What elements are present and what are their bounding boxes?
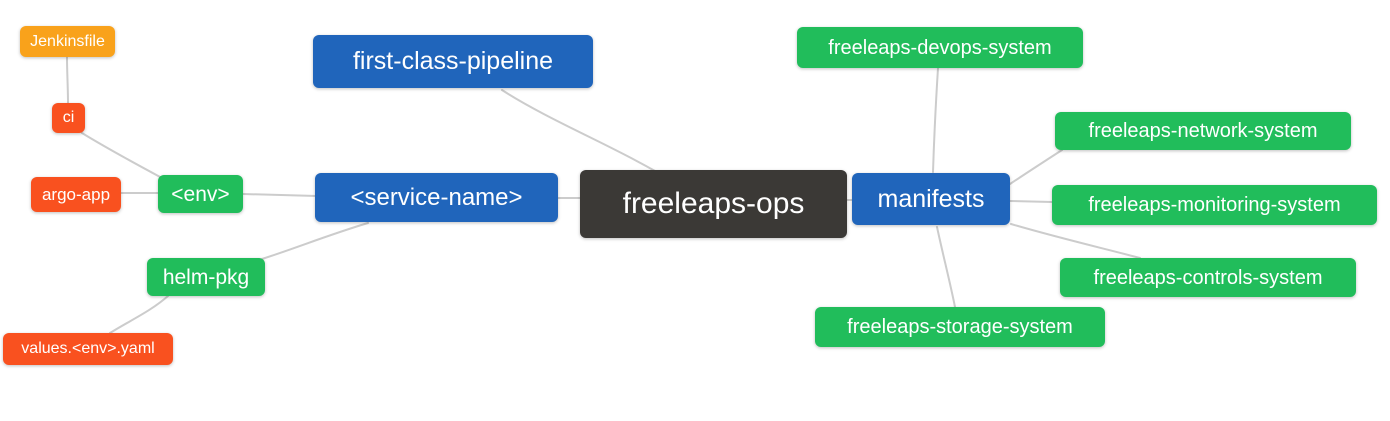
edge-manifests-monitoring <box>1009 200 1053 203</box>
node-ci[interactable]: ci <box>52 103 85 133</box>
node-argo-app[interactable]: argo-app <box>31 177 121 212</box>
edge-ci-env <box>81 132 163 179</box>
edge-manifests-devops <box>932 67 939 173</box>
edge-manifests-network <box>1009 149 1063 185</box>
node-freeleaps-storage-system[interactable]: freeleaps-storage-system <box>815 307 1105 347</box>
node-freeleaps-controls-system[interactable]: freeleaps-controls-system <box>1060 258 1356 297</box>
edge-values-helm-pkg <box>109 295 169 334</box>
node-freeleaps-devops-system[interactable]: freeleaps-devops-system <box>797 27 1083 68</box>
node-manifests[interactable]: manifests <box>852 173 1010 225</box>
node-jenkinsfile[interactable]: Jenkinsfile <box>20 26 115 57</box>
edge-manifests-storage <box>936 226 956 308</box>
node-freeleaps-network-system[interactable]: freeleaps-network-system <box>1055 112 1351 150</box>
node-helm-pkg[interactable]: helm-pkg <box>147 258 265 296</box>
node-service-name[interactable]: <service-name> <box>315 173 558 222</box>
edge-helm-pkg-service-name <box>261 222 369 260</box>
node-freeleaps-monitoring-system[interactable]: freeleaps-monitoring-system <box>1052 185 1377 225</box>
edge-jenkinsfile-ci <box>66 56 69 104</box>
edge-manifests-controls <box>1010 223 1141 259</box>
node-first-class-pipeline[interactable]: first-class-pipeline <box>313 35 593 88</box>
node-values-env-yaml[interactable]: values.<env>.yaml <box>3 333 173 365</box>
edge-env-service-name <box>242 193 318 197</box>
edge-pipeline-root <box>501 89 656 172</box>
node-root-freeleaps-ops[interactable]: freeleaps-ops <box>580 170 847 238</box>
node-env[interactable]: <env> <box>158 175 243 213</box>
